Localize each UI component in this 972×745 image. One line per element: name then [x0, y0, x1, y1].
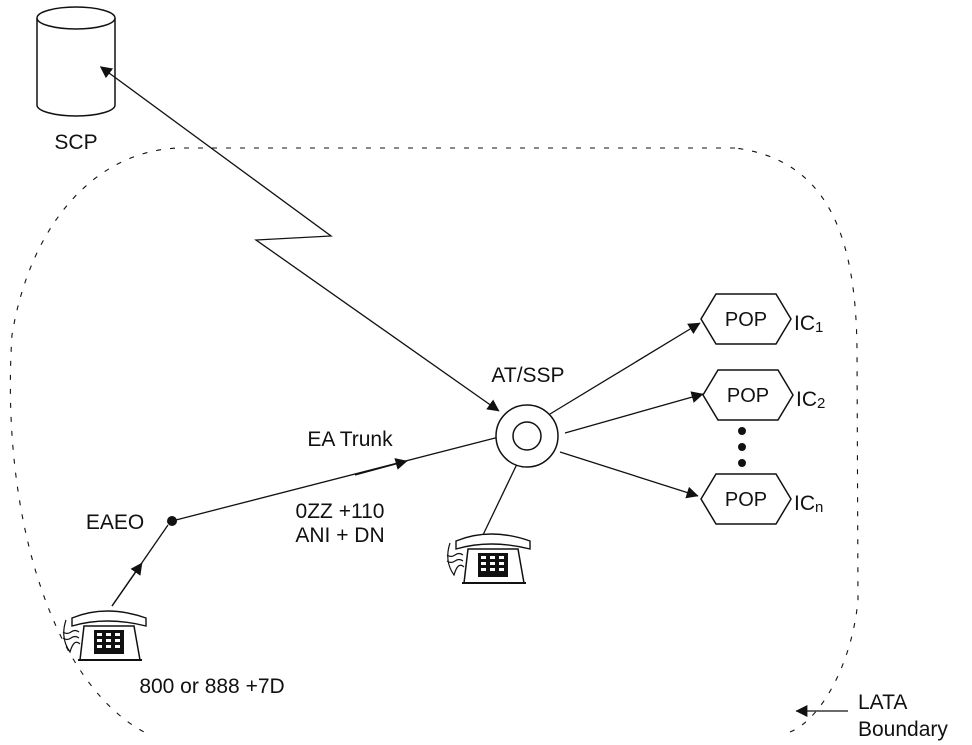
- at-ssp-label: AT/SSP: [491, 364, 564, 387]
- carrier-label: ICn: [794, 492, 823, 516]
- local-telephone-icon: [447, 534, 530, 583]
- signaling-link: [109, 73, 499, 411]
- scp-label: SCP: [54, 131, 97, 154]
- local-line: [482, 464, 517, 537]
- pop-label: POP: [727, 385, 769, 407]
- pop-label: POP: [725, 309, 767, 331]
- subscriber-telephone-icon: [63, 611, 146, 660]
- pop-node: POP ICn: [701, 474, 823, 524]
- pop-node: POP IC2: [703, 370, 825, 420]
- lata-label-line1: LATA: [858, 691, 907, 714]
- dialed-digits-label: 800 or 888 +7D: [139, 675, 284, 698]
- carrier-label: IC2: [796, 388, 825, 412]
- carrier-label: IC1: [794, 312, 823, 336]
- link-pop-2: [565, 394, 703, 433]
- eaeo-node: [167, 516, 177, 526]
- trunk-digits-line2: ANI + DN: [295, 524, 384, 547]
- link-pop-n: [560, 452, 698, 496]
- at-ssp-switch-icon: [496, 405, 558, 467]
- ea-trunk-label: EA Trunk: [307, 428, 393, 451]
- pop-label: POP: [725, 489, 767, 511]
- link-pop-1: [550, 323, 700, 414]
- lata-label-line2: Boundary: [858, 718, 948, 741]
- pop-node: POP IC1: [701, 294, 823, 344]
- subscriber-arrow: [112, 563, 142, 606]
- ea-trunk-arrow: [355, 461, 407, 475]
- more-pops-ellipsis: [738, 427, 746, 467]
- scp-database-icon: [37, 7, 115, 116]
- eaeo-label: EAEO: [86, 511, 144, 534]
- trunk-digits-line1: 0ZZ +110: [296, 500, 385, 523]
